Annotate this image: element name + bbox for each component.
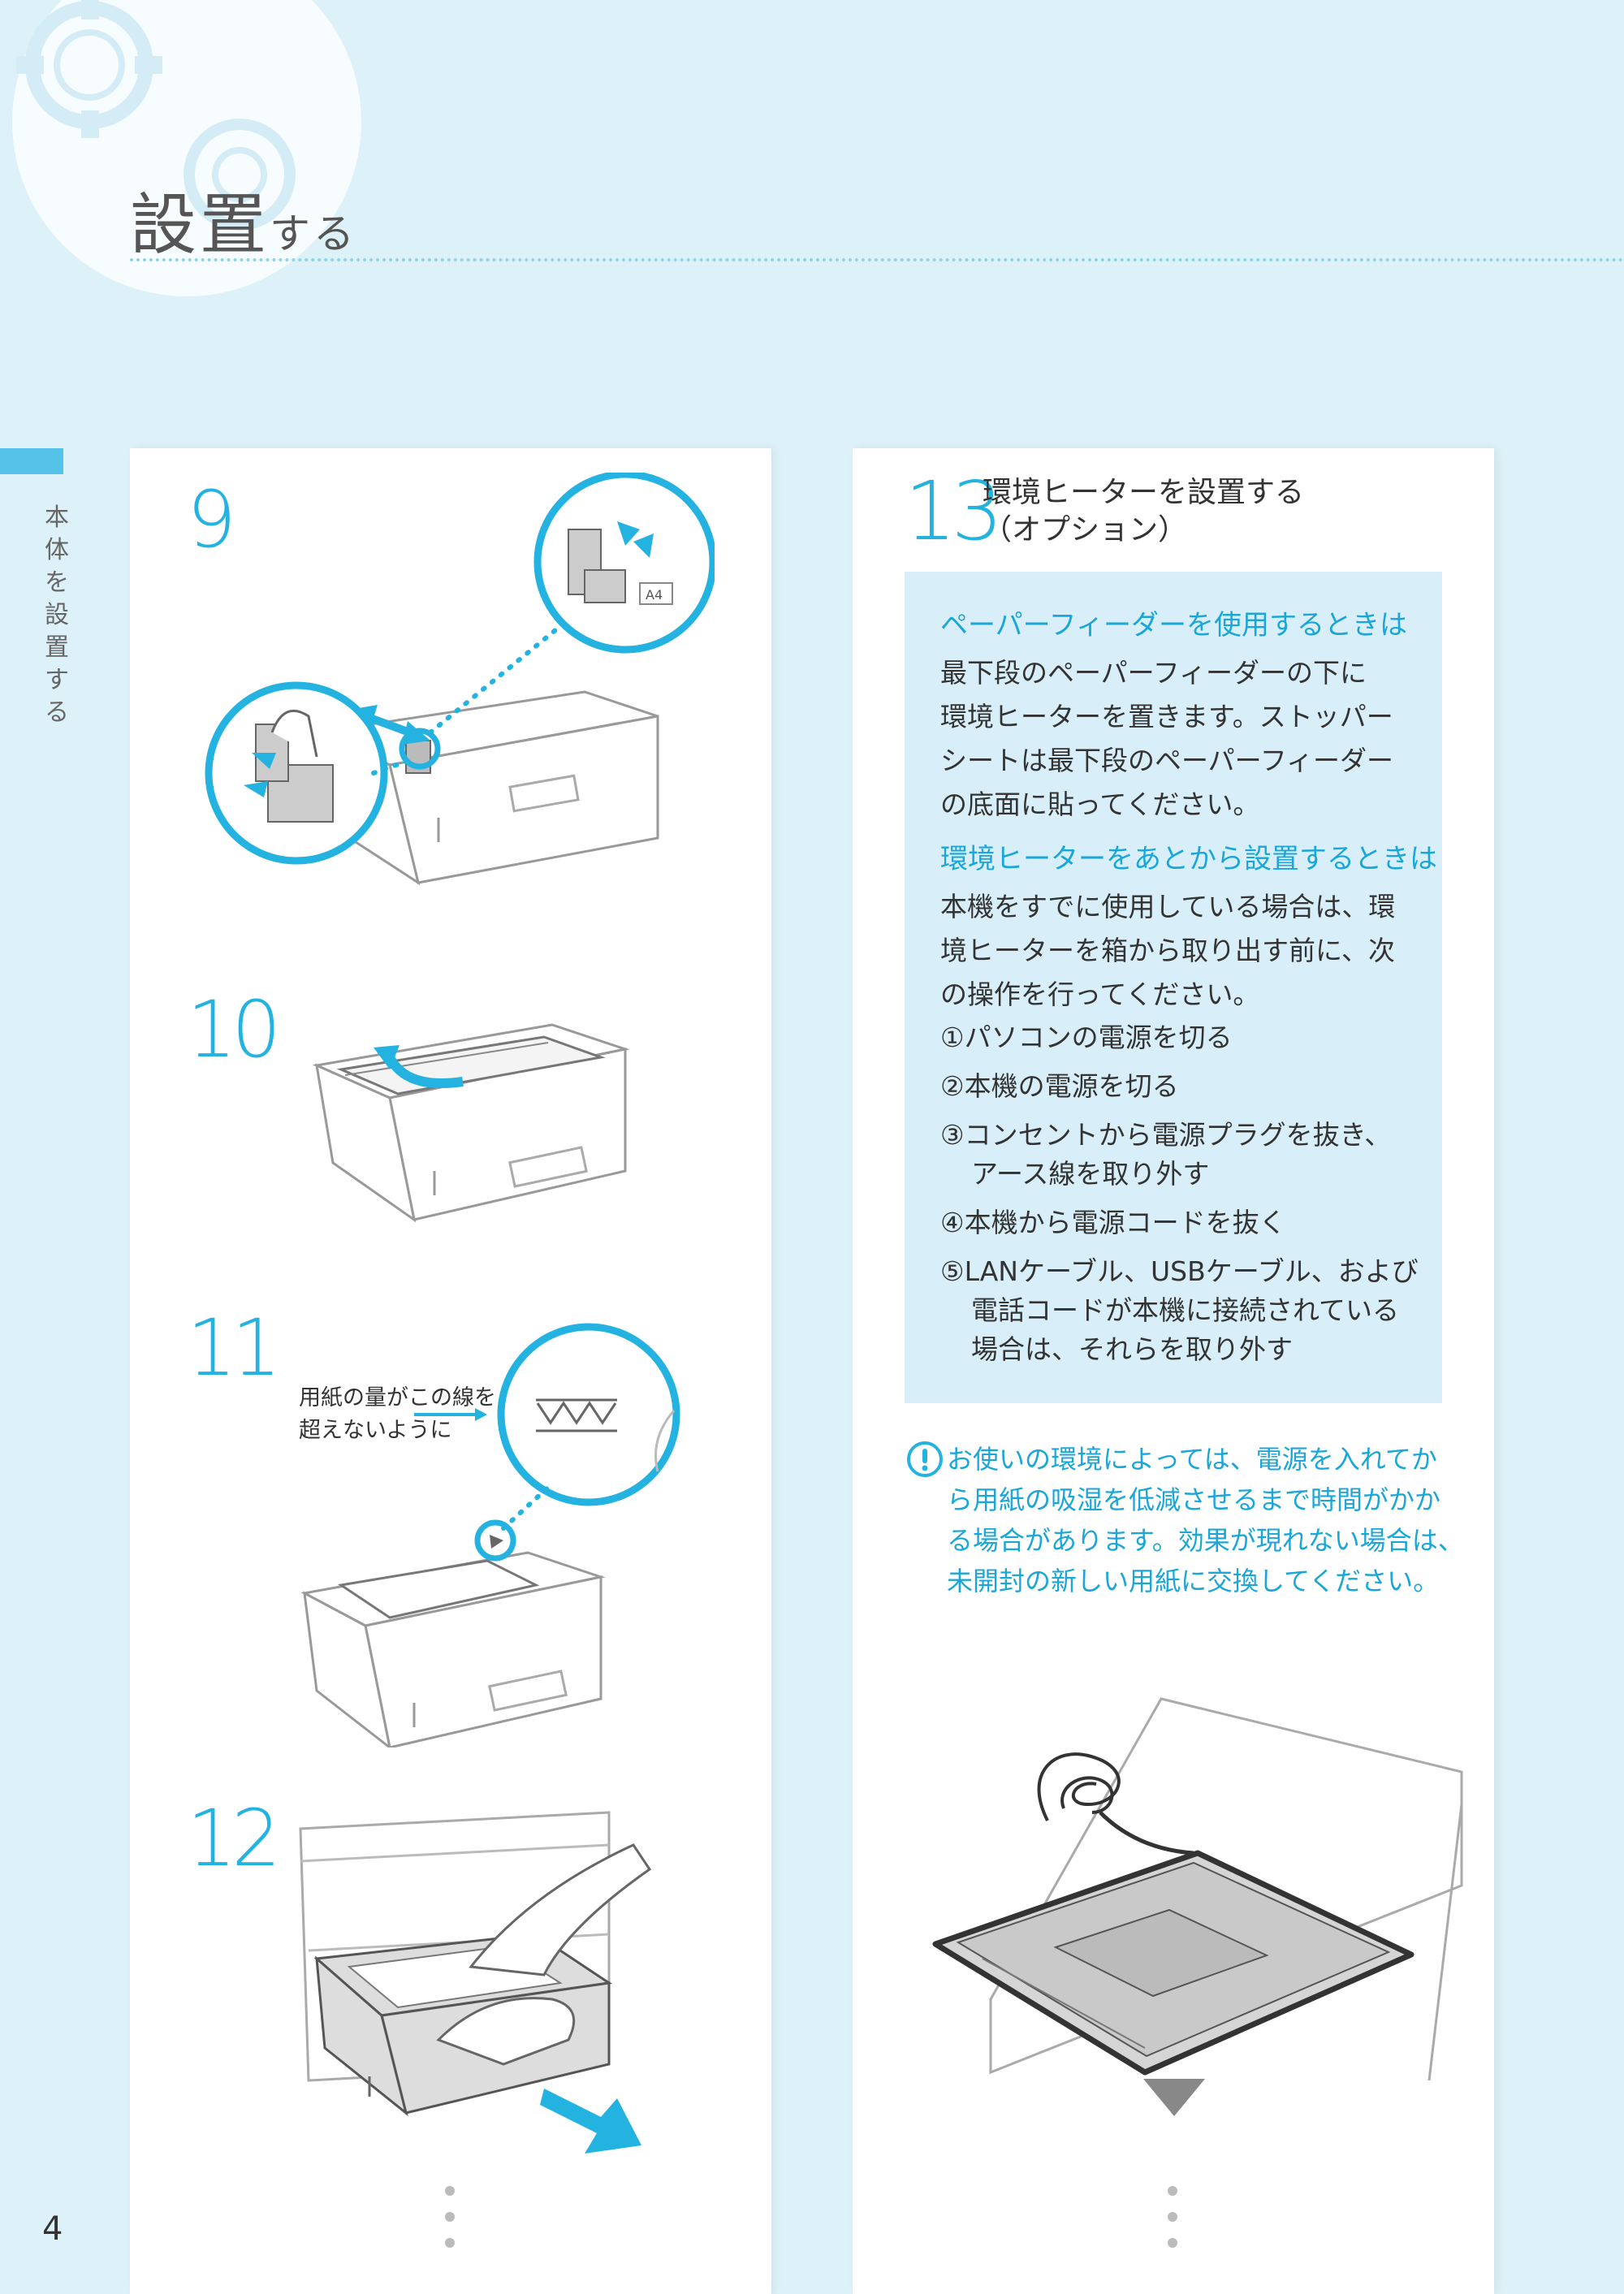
- procedure-item-3: ③コンセントから電源プラグを抜き、 アース線を取り外す: [940, 1116, 1391, 1194]
- page-title-suffix: する: [270, 210, 358, 257]
- caution-icon: [907, 1441, 943, 1477]
- note-line: ら用紙の吸湿を低減させるまで時間がかか: [947, 1484, 1441, 1515]
- section-paragraph-paper-feeder: 最下段のペーパーフィーダーの下に 環境ヒーターを置きます。ストッパー シートは最…: [940, 651, 1427, 827]
- paper-size-mark: A4: [646, 587, 663, 603]
- steps-panel-right: 13 環境ヒーターを設置する （オプション） ペーパーフィーダーを使用するときは…: [853, 448, 1494, 2294]
- section-heading-paper-feeder: ペーパーフィーダーを使用するときは: [940, 609, 1407, 642]
- procedure-line: アース線を取り外す: [971, 1158, 1210, 1190]
- paper-limit-label-line: 用紙の量がこの線を: [299, 1385, 496, 1411]
- procedure-line: ②本機の電源を切る: [940, 1070, 1179, 1102]
- side-char: 体: [45, 536, 69, 564]
- procedure-line: 電話コードが本機に接続されている: [971, 1294, 1400, 1326]
- side-char: 設: [45, 601, 69, 629]
- step12-insert-tray-illustration: [299, 1811, 652, 2154]
- step13-title-line: 環境ヒーターを設置する: [983, 476, 1305, 509]
- caution-note: お使いの環境によっては、電源を入れてか ら用紙の吸湿を低減させるまで時間がかか …: [947, 1439, 1464, 1601]
- procedure-line: ①パソコンの電源を切る: [940, 1022, 1233, 1053]
- continue-dots-icon: [445, 2186, 455, 2264]
- note-line: お使いの環境によっては、電源を入れてか: [947, 1444, 1437, 1475]
- section-heading-later-install: 環境ヒーターをあとから設置するときは: [940, 843, 1437, 875]
- paragraph-line: 最下段のペーパーフィーダーの下に: [940, 657, 1367, 689]
- page-title-main: 設置: [130, 187, 270, 264]
- step13-title-line: （オプション）: [983, 513, 1188, 546]
- note-line: る場合があります。効果が現れない場合は、: [947, 1525, 1464, 1556]
- next-page-arrow-icon: [1143, 2079, 1205, 2116]
- side-char: 置: [45, 633, 69, 662]
- environment-heater-illustration: [932, 1697, 1463, 2080]
- section-side-label: 本 体 を 設 置 す る: [41, 502, 73, 729]
- procedure-line: ③コンセントから電源プラグを抜き、: [940, 1119, 1392, 1151]
- procedure-line: 場合は、それらを取り外す: [971, 1333, 1293, 1365]
- paragraph-line: 環境ヒーターを置きます。ストッパー: [940, 701, 1393, 732]
- paper-limit-label: 用紙の量がこの線を 超えないように: [299, 1382, 496, 1447]
- step-number-13: 13: [905, 464, 1003, 559]
- procedure-item-5: ⑤LANケーブル、USBケーブル、および 電話コードが本機に接続されている 場合…: [940, 1252, 1419, 1369]
- side-char: す: [45, 666, 69, 694]
- step-number-10: 10: [187, 984, 281, 1075]
- paper-limit-label-line: 超えないように: [299, 1418, 452, 1443]
- section-tab-marker: [0, 448, 63, 474]
- paragraph-line: 本機をすでに使用している場合は、環: [940, 891, 1396, 922]
- side-char: る: [45, 698, 69, 727]
- step13-title: 環境ヒーターを設置する （オプション）: [983, 474, 1304, 549]
- note-line: 未開封の新しい用紙に交換してください。: [947, 1566, 1440, 1596]
- procedure-item-2: ②本機の電源を切る: [940, 1067, 1179, 1106]
- procedure-item-4: ④本機から電源コードを抜く: [940, 1203, 1286, 1242]
- step10-load-paper-illustration: [312, 1023, 630, 1223]
- step-number-11: 11: [187, 1303, 281, 1393]
- procedure-line: ⑤LANケーブル、USBケーブル、および: [940, 1255, 1419, 1287]
- continue-dots-icon: [1168, 2186, 1177, 2264]
- paragraph-line: の操作を行ってください。: [940, 979, 1260, 1010]
- procedure-line: ④本機から電源コードを抜く: [940, 1207, 1286, 1238]
- paragraph-line: シートは最下段のペーパーフィーダー: [940, 745, 1394, 776]
- side-char: を: [45, 568, 69, 597]
- section-paragraph-later-install: 本機をすでに使用している場合は、環 境ヒーターを箱から取り出す前に、次 の操作を…: [940, 885, 1427, 1017]
- step-number-9: 9: [187, 474, 236, 565]
- step9-guide-adjust-illustration: A4: [205, 473, 715, 886]
- procedure-item-1: ①パソコンの電源を切る: [940, 1018, 1233, 1057]
- step11-paper-limit-illustration: [300, 1323, 680, 1748]
- step-number-12: 12: [187, 1793, 281, 1884]
- steps-panel-left: 9 A4: [130, 448, 771, 2294]
- paragraph-line: 境ヒーターを箱から取り出す前に、次: [940, 935, 1396, 966]
- paragraph-line: の底面に貼ってください。: [940, 788, 1260, 820]
- page-title: 設置する: [130, 171, 357, 267]
- page-number: 4: [42, 2210, 63, 2248]
- heater-info-box: ペーパーフィーダーを使用するときは 最下段のペーパーフィーダーの下に 環境ヒータ…: [905, 572, 1442, 1403]
- gear-decoration-icon: [12, 0, 361, 296]
- title-divider: [130, 258, 1624, 261]
- side-char: 本: [45, 503, 69, 532]
